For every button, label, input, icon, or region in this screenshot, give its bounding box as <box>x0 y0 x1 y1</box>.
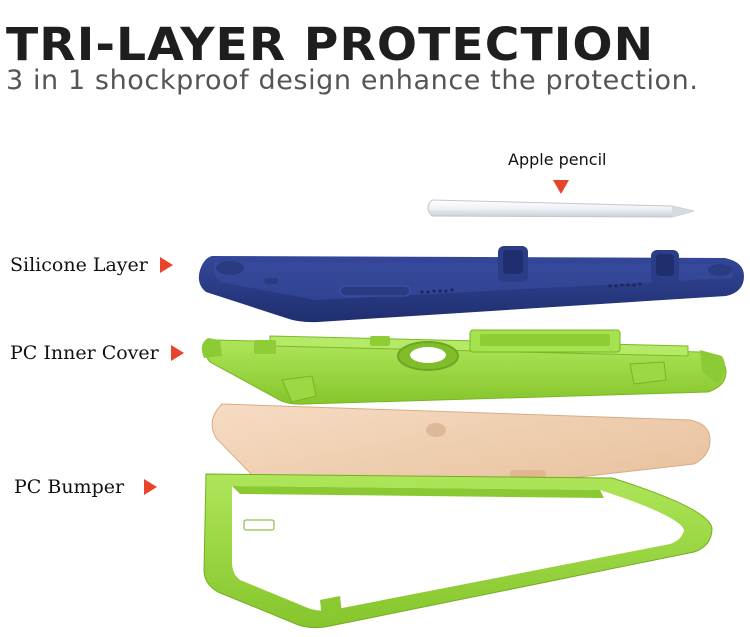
page-subtitle: 3 in 1 shockproof design enhance the pro… <box>6 65 699 96</box>
bumper-label: PC Bumper <box>14 476 125 498</box>
apple-pencil-label: Apple pencil <box>508 150 607 169</box>
inner-cover-callout-arrow-icon <box>170 345 184 361</box>
pencil-callout-arrow-icon <box>553 180 569 194</box>
silicone-layer-callout: Silicone Layer <box>10 254 173 276</box>
apple-pencil <box>427 199 695 218</box>
inner-cover-label: PC Inner Cover <box>10 342 159 364</box>
bumper-callout: PC Bumper <box>14 476 158 498</box>
silicone-layer-label: Silicone Layer <box>10 254 148 276</box>
pc-bumper-frame <box>203 473 713 629</box>
inner-cover-callout: PC Inner Cover <box>10 342 184 364</box>
silicone-callout-arrow-icon <box>159 257 173 273</box>
bumper-callout-arrow-icon <box>144 479 158 495</box>
pc-inner-cover <box>201 329 727 405</box>
page-title: TRI-LAYER PROTECTION <box>6 18 655 71</box>
silicone-layer <box>198 246 744 323</box>
